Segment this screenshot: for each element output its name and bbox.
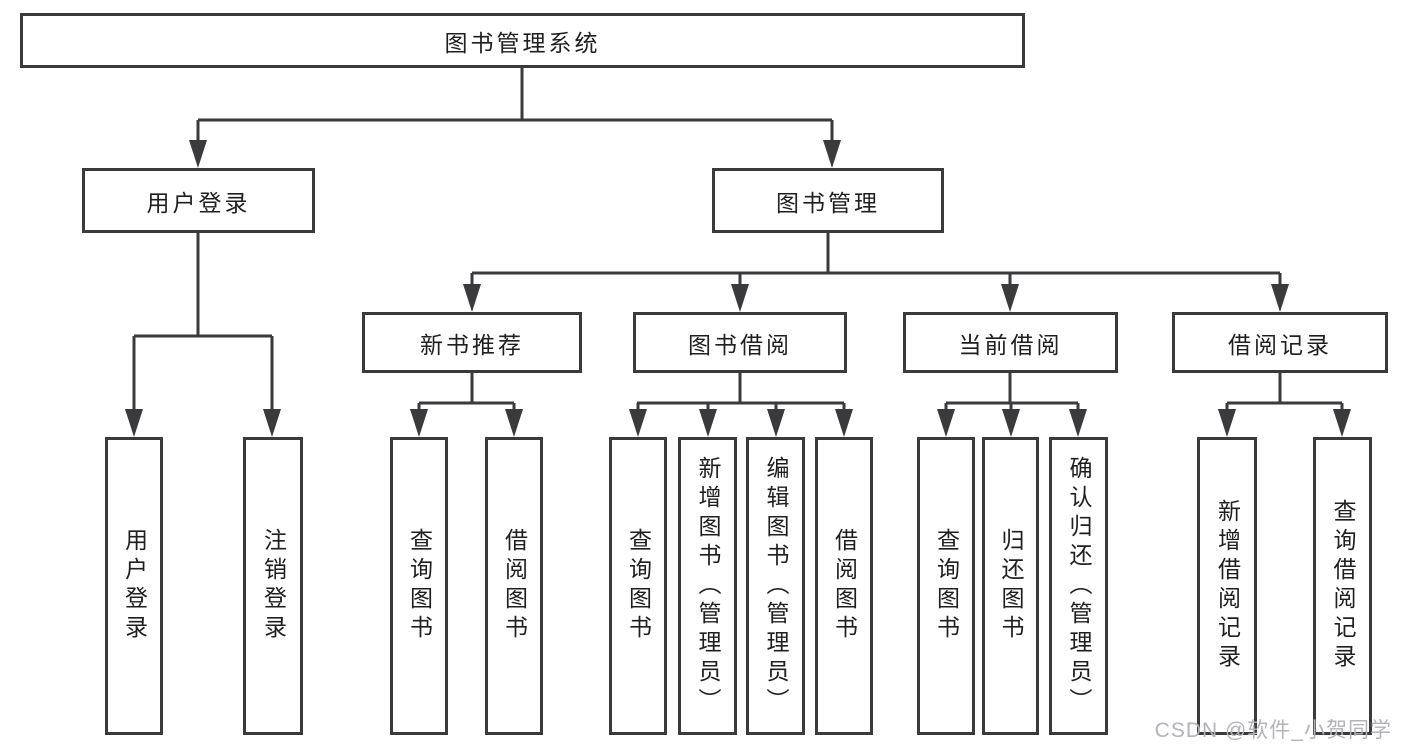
node-label: 当前借阅 [958,331,1063,358]
node-borrowing-records: 借阅记录 [1172,312,1388,373]
leaf-add-book-admin: 新增图书（管理员） [678,437,737,735]
csdn-watermark: CSDN @软件_小贺同学 [1154,719,1392,742]
leaf-edit-book-admin: 编辑图书（管理员） [746,437,805,735]
leaf-borrow-books: 借阅图书 [815,437,873,735]
node-label: 新书推荐 [420,331,524,358]
node-label: 用户登录 [121,528,148,644]
leaf-logout: 注销登录 [243,437,303,735]
node-current-borrowing: 当前借阅 [903,312,1118,373]
node-label: 借阅记录 [1228,331,1332,358]
node-book-management: 图书管理 [712,168,944,233]
leaf-search-books-recommendation: 查询图书 [390,437,448,735]
node-label: 图书管理系统 [444,29,601,56]
node-label: 新增借阅记录 [1214,499,1241,673]
node-book-borrowing: 图书借阅 [633,312,847,373]
node-label: 查询图书 [625,528,652,644]
node-label: 确认归还（管理员） [1066,455,1092,717]
node-label: 借阅图书 [501,528,528,644]
leaf-search-books-borrowing: 查询图书 [609,437,667,735]
leaf-add-borrow-record: 新增借阅记录 [1197,437,1257,735]
leaf-return-books: 归还图书 [982,437,1039,735]
leaf-confirm-return-admin: 确认归还（管理员） [1049,437,1108,735]
node-user-login: 用户登录 [82,168,315,233]
node-label: 查询图书 [406,528,433,644]
node-label: 归还图书 [998,528,1024,644]
leaf-borrow-books-recommendation: 借阅图书 [485,437,543,735]
node-label: 注销登录 [260,528,287,644]
node-label: 编辑图书（管理员） [763,455,789,717]
leaf-user-login: 用户登录 [105,437,163,735]
node-label: 图书管理 [776,189,880,216]
node-label: 用户登录 [146,189,251,216]
node-label: 查询图书 [933,528,960,644]
node-library-management-system: 图书管理系统 [20,13,1025,68]
leaf-search-borrow-record: 查询借阅记录 [1313,437,1372,735]
node-label: 图书借阅 [688,331,792,358]
node-new-book-recommendation: 新书推荐 [362,312,582,373]
node-label: 借阅图书 [831,528,858,644]
leaf-search-books-current: 查询图书 [917,437,975,735]
node-label: 查询借阅记录 [1330,499,1356,673]
node-label: 新增图书（管理员） [695,455,721,717]
